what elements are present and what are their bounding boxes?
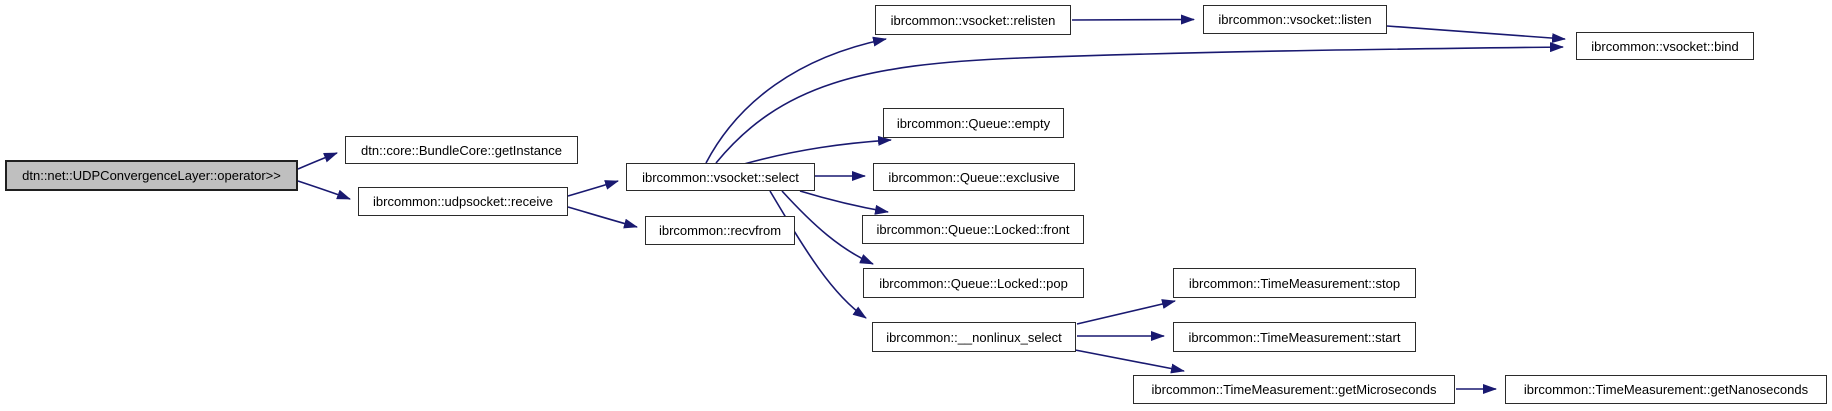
node-receive[interactable]: ibrcommon::udpsocket::receive	[358, 187, 568, 216]
node-exclusive[interactable]: ibrcommon::Queue::exclusive	[873, 163, 1075, 191]
node-select[interactable]: ibrcommon::vsocket::select	[626, 163, 815, 191]
node-getinstance[interactable]: dtn::core::BundleCore::getInstance	[345, 136, 578, 164]
node-empty[interactable]: ibrcommon::Queue::empty	[883, 108, 1064, 138]
node-recvfrom[interactable]: ibrcommon::recvfrom	[645, 216, 795, 245]
edge-select-to-front	[799, 190, 889, 215]
node-start[interactable]: ibrcommon::TimeMeasurement::start	[1173, 322, 1416, 352]
node-getnanoseconds[interactable]: ibrcommon::TimeMeasurement::getNanosecon…	[1505, 375, 1827, 404]
edge-operator-to-getinstance	[297, 152, 338, 170]
edge-nonlinux-to-getmicroseconds	[1069, 348, 1185, 374]
node-operator: dtn::net::UDPConvergenceLayer::operator>…	[5, 160, 298, 191]
edge-select-to-pop	[781, 190, 874, 265]
node-stop[interactable]: ibrcommon::TimeMeasurement::stop	[1173, 268, 1416, 298]
edge-nonlinux-to-stop	[1076, 299, 1176, 325]
node-front[interactable]: ibrcommon::Queue::Locked::front	[862, 215, 1084, 244]
node-getmicroseconds[interactable]: ibrcommon::TimeMeasurement::getMicroseco…	[1133, 375, 1455, 404]
node-relisten[interactable]: ibrcommon::vsocket::relisten	[875, 5, 1071, 35]
node-nonlinux-select[interactable]: ibrcommon::__nonlinux_select	[872, 322, 1076, 352]
edge-select-to-bind	[715, 42, 1564, 164]
edge-select-to-empty	[743, 135, 892, 165]
node-listen[interactable]: ibrcommon::vsocket::listen	[1203, 5, 1387, 34]
edge-receive-to-select	[567, 180, 619, 197]
edge-select-to-relisten	[705, 36, 887, 164]
node-pop[interactable]: ibrcommon::Queue::Locked::pop	[863, 268, 1084, 298]
edge-select-to-nonlinux	[769, 190, 867, 319]
edge-listen-to-bind	[1386, 25, 1566, 44]
node-bind[interactable]: ibrcommon::vsocket::bind	[1576, 32, 1754, 60]
edge-operator-to-receive	[297, 180, 351, 200]
edge-relisten-to-listen	[1071, 14, 1195, 25]
edge-receive-to-recvfrom	[567, 206, 638, 229]
